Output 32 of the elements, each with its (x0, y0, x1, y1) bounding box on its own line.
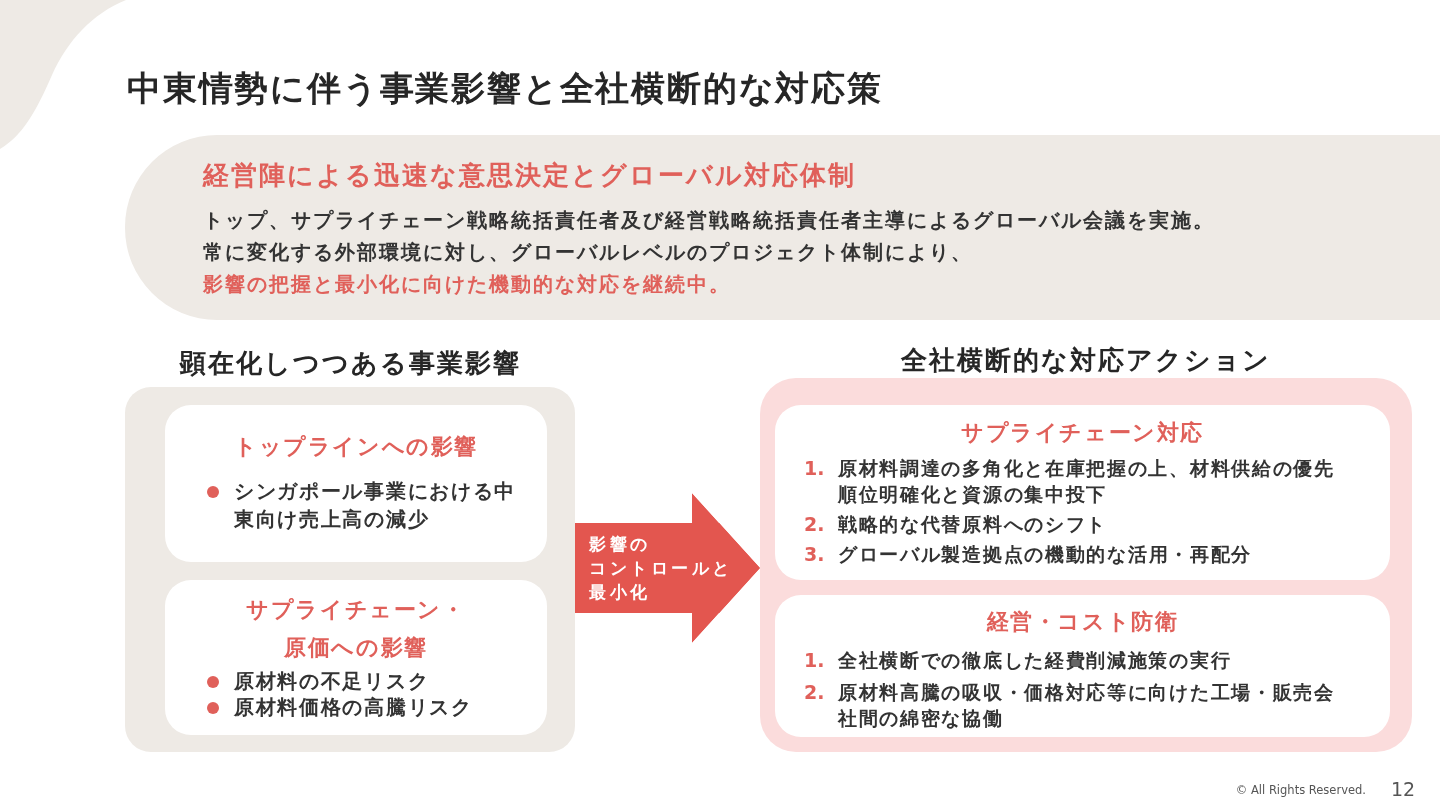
card-heading: トップラインへの影響 (234, 433, 478, 461)
card-heading: 経営・コスト防衛 (986, 608, 1179, 636)
list-text: 原材料高騰の吸収・価格対応等に向けた工場・販売会社間の綿密な協働 (838, 680, 1336, 731)
band-heading: 経営陣による迅速な意思決定とグローバル対応体制 (203, 159, 856, 192)
edge-label: 影響のコントロールと最小化 (589, 533, 733, 604)
bullet-text: 原材料の不足リスク (234, 669, 431, 695)
bullet-text: 原材料価格の高騰リスク (234, 695, 474, 721)
copyright-text: © All Rights Reserved. (1235, 782, 1366, 798)
card (165, 405, 547, 562)
card (775, 595, 1390, 737)
highlighted-text: 影響の把握と最小化に向けた機動的な対応を継続中。 (203, 271, 731, 298)
bullet-text: シンガポール事業における中東向け売上高の減少 (234, 479, 518, 533)
list-text: 原材料調達の多角化と在庫把握の上、材料供給の優先順位明確化と資源の集中投下 (838, 456, 1336, 507)
card (775, 405, 1390, 580)
list-number: 2. (804, 512, 825, 537)
section-heading: 全社横断的な対応アクション (901, 344, 1271, 377)
header-band (125, 135, 1440, 320)
list-number: 2. (804, 680, 825, 705)
body-text: トップ、サプライチェーン戦略統括責任者及び経営戦略統括責任者主導によるグローバル会議を実施。 (203, 207, 1215, 234)
card (165, 580, 547, 735)
list-number: 3. (804, 542, 825, 567)
list-text: 戦略的な代替原料へのシフト (838, 512, 1109, 537)
page-number: 12 (1391, 777, 1416, 801)
body-text: 常に変化する外部環境に対し、グローバルレベルのプロジェクト体制により、 (203, 239, 973, 266)
card-heading: サプライチェーン対応 (961, 419, 1204, 447)
list-text: 全社横断での徹底した経費削減施策の実行 (838, 648, 1233, 673)
list-text: グローバル製造拠点の機動的な活用・再配分 (838, 542, 1253, 567)
list-number: 1. (804, 456, 825, 481)
section-heading: 顕在化しつつある事業影響 (179, 347, 521, 380)
slide-title: 中東情勢に伴う事業影響と全社横断的な対応策 (127, 67, 883, 110)
card-heading: サプライチェーン・原価への影響 (245, 596, 467, 662)
list-number: 1. (804, 648, 825, 673)
